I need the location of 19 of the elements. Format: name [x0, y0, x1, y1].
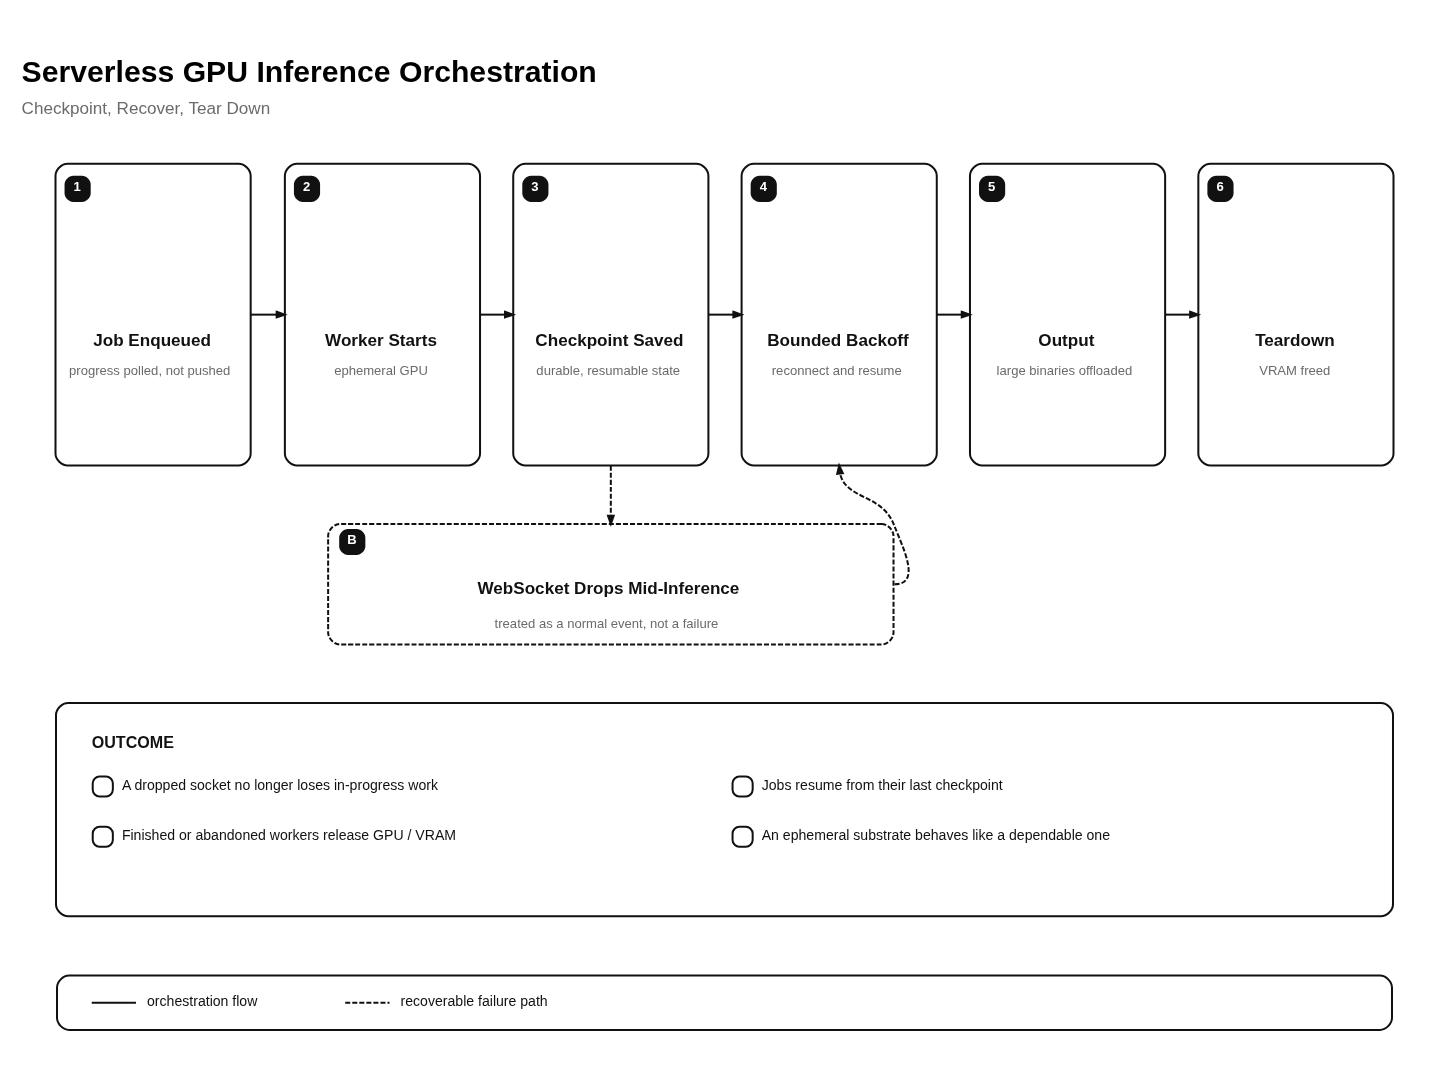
arrow: [250, 310, 288, 319]
node-box: OUTCOME A dropped socket no longer loses in-progress work Jobs resume from their last checkpoint Finished or abandoned workers release GPU / VRAM An ephemeral substrate behaves like a dependable one: [54, 701, 1394, 918]
node-box: B WebSocket Drops Mid-Inference treated as a normal event, not a failure: [326, 522, 894, 646]
legend-label: recoverable failure path: [400, 993, 548, 1010]
legend-label: orchestration flow: [146, 993, 257, 1010]
caption: Checkpoint, Recover, Tear Down: [21, 99, 270, 119]
node-box: 3 Checkpoint Saved durable, resumable state: [511, 162, 709, 467]
arrow: [1164, 310, 1201, 319]
node-box: 5 Output large binaries offloaded: [968, 162, 1166, 467]
node-box: 6 Teardown VRAM freed: [1196, 162, 1394, 467]
arrow: [835, 462, 910, 586]
node-box: 2 Worker Starts ephemeral GPU: [283, 162, 481, 467]
arrow: [936, 310, 973, 319]
arrow: [708, 310, 744, 319]
diagram-title: Serverless GPU Inference Orchestration: [21, 55, 597, 89]
node-box: 1 Job Enqueued progress polled, not pushed: [54, 162, 252, 467]
node-box: 4 Bounded Backoff reconnect and resume: [740, 162, 938, 467]
arrow: [606, 465, 615, 527]
arrow: [479, 310, 516, 319]
